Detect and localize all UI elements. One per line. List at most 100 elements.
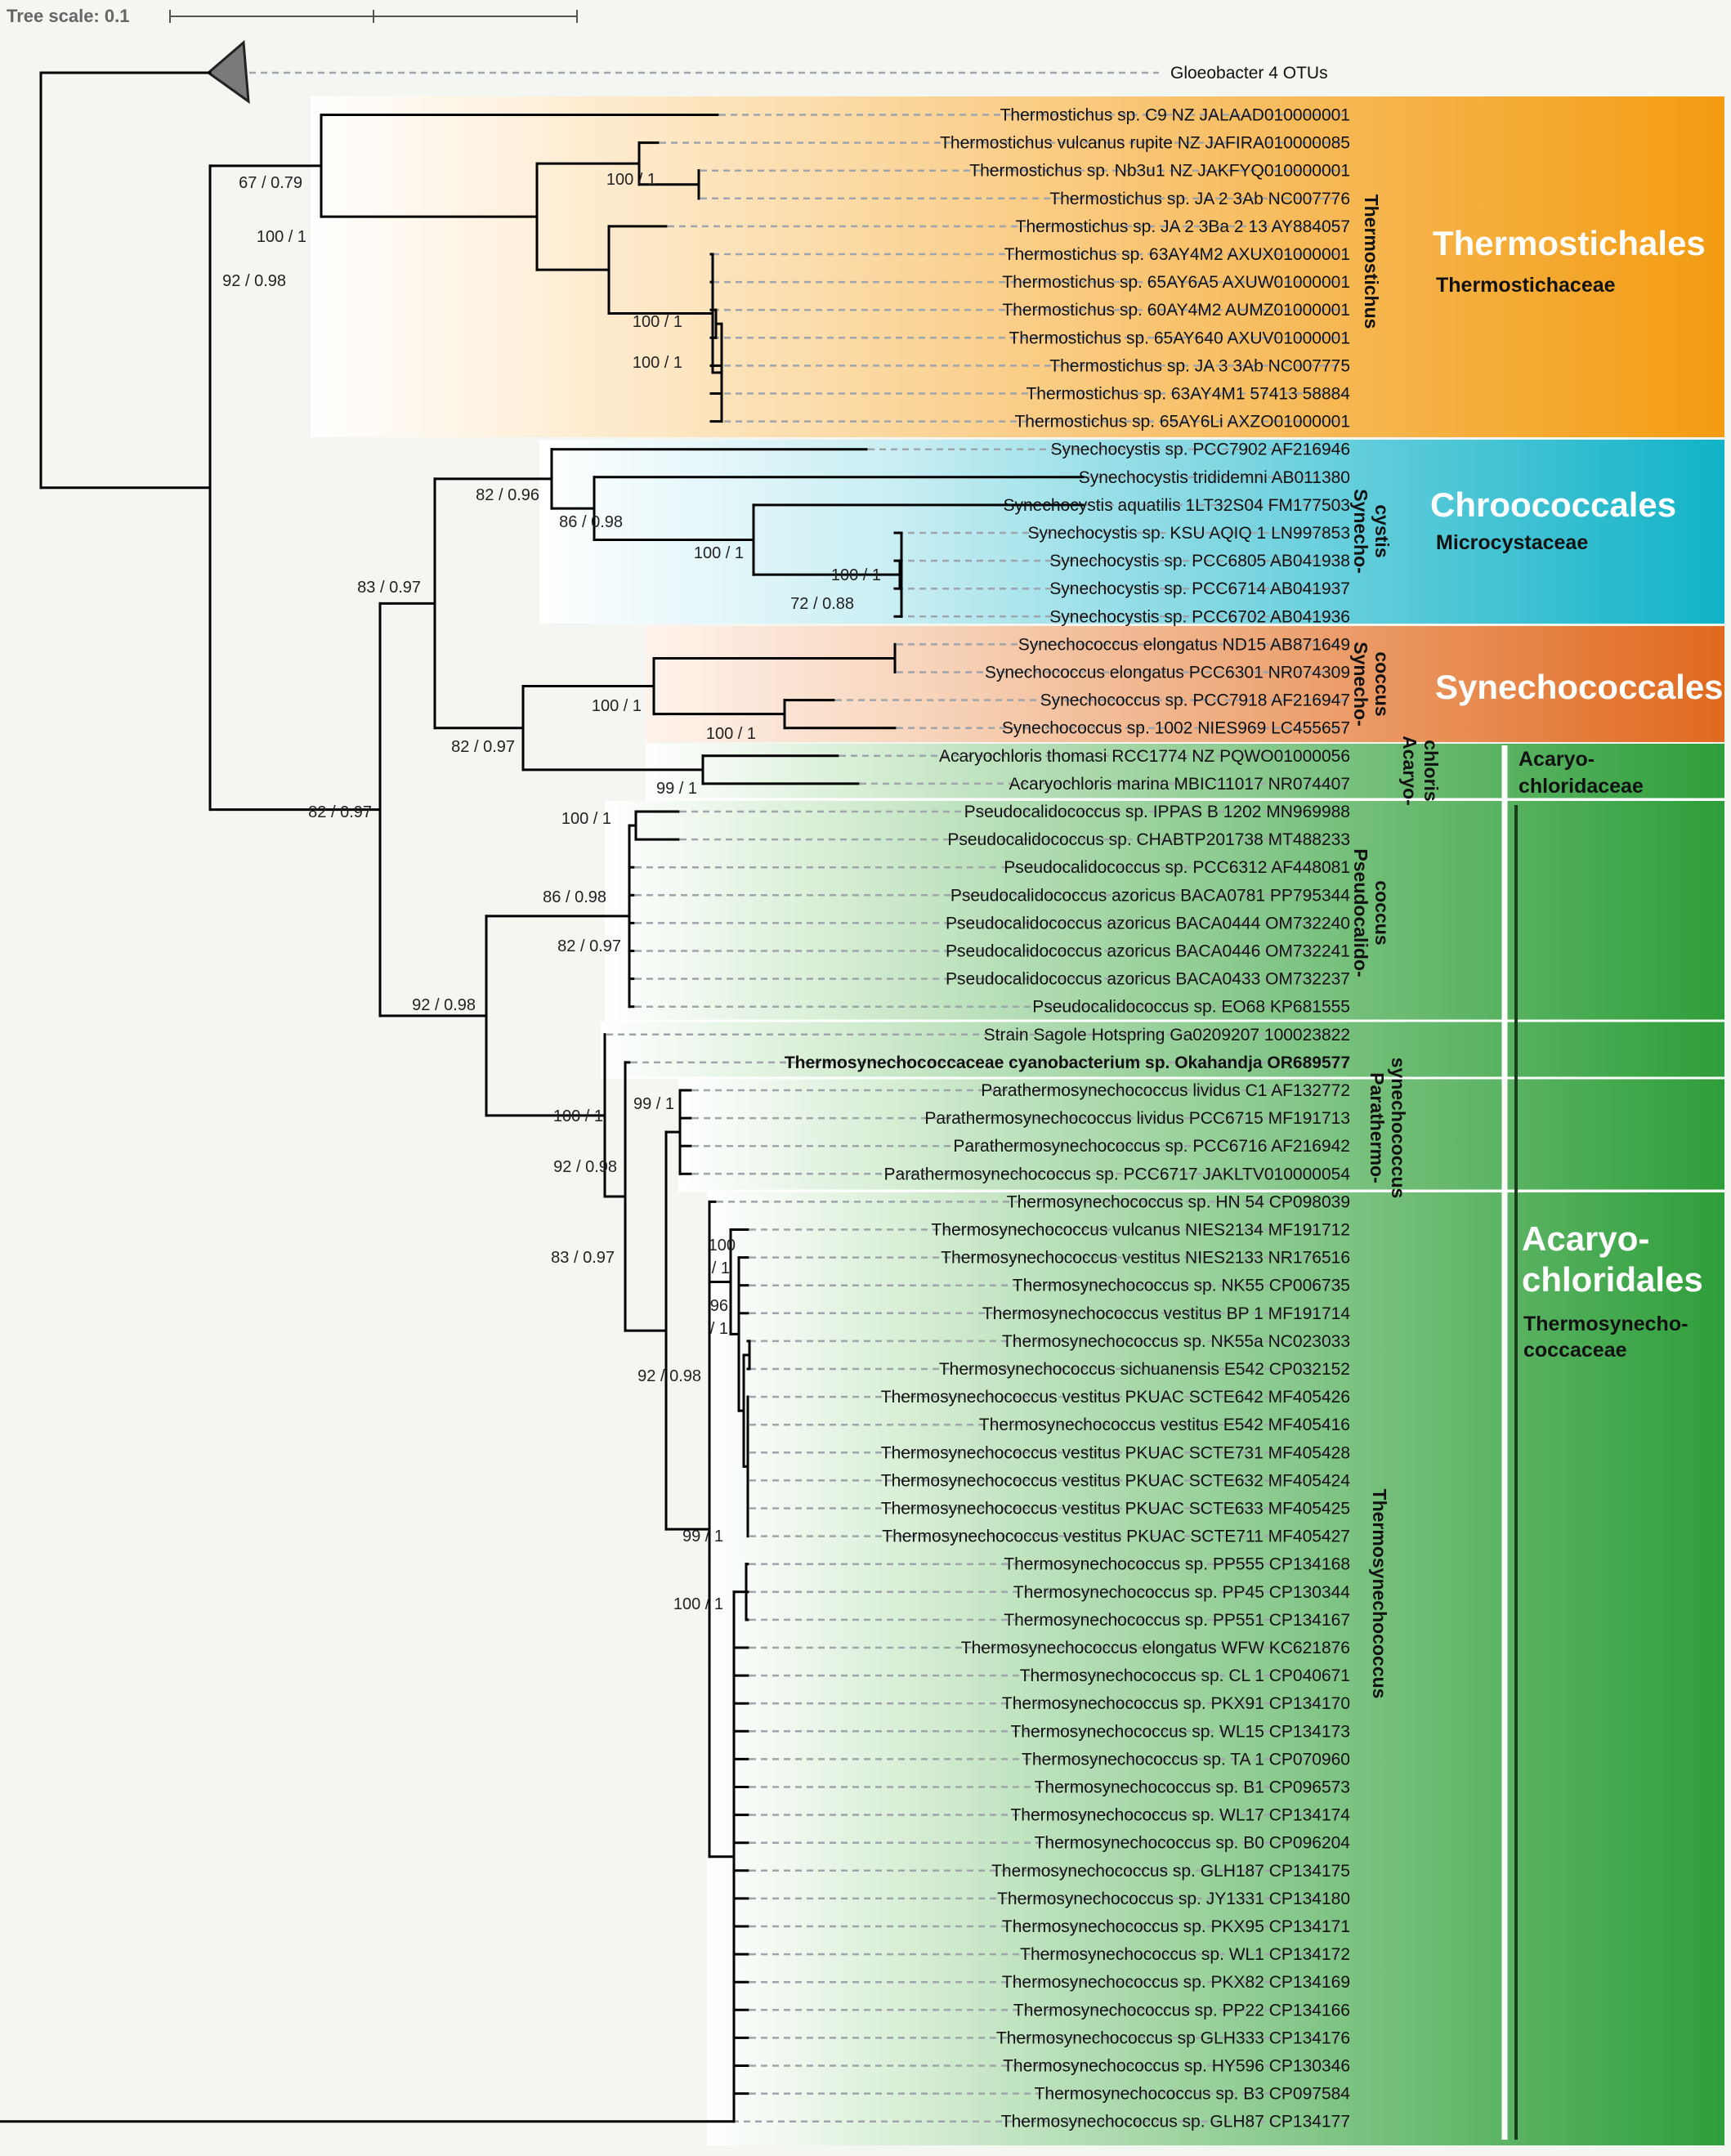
support-value: 100 / 1 xyxy=(553,1107,603,1125)
genus-labels: ThermostichusSynecho-cystisSynecho-coccu… xyxy=(1350,195,1442,1699)
leaf-label: Synechococcus sp. PCC7918 AF216947 xyxy=(1040,691,1350,710)
tree-scale-label: Tree scale: 0.1 xyxy=(7,6,129,26)
leaf-label: Thermosynechococcus sp. WL17 CP134174 xyxy=(1010,1806,1350,1825)
leaf-label: Thermosynechococcus sp. PP551 CP134167 xyxy=(1004,1611,1350,1630)
leaf-label: Thermostichus sp. JA 2 3Ab NC007776 xyxy=(1049,190,1350,208)
leaf-label: Synechococcus elongatus PCC6301 NR074309 xyxy=(985,664,1350,682)
leaf-label: Thermosynechococcus sp. JY1331 CP134180 xyxy=(997,1890,1350,1908)
leaf-label: Thermosynechococcus sp. PP45 CP130344 xyxy=(1013,1583,1350,1602)
leaf-label: Thermostichus sp. JA 3 3Ab NC007775 xyxy=(1049,356,1350,375)
leaf-label: Thermosynechococcaceae cyanobacterium sp… xyxy=(785,1053,1350,1072)
leaf-label: Acaryochloris marina MBIC11017 NR074407 xyxy=(1009,775,1350,794)
family-acaryochloridaceae-line: chloridaceae xyxy=(1519,775,1644,798)
genus-label: Thermosynechococcus xyxy=(1369,1489,1390,1699)
band-chroococcales xyxy=(539,440,1724,624)
leaf-label: Synechocystis trididemni AB011380 xyxy=(1079,468,1350,487)
leaf-label: Synechocystis sp. PCC6702 AB041936 xyxy=(1049,607,1350,626)
family-thermosynechococcaceae-line: Thermosynecho- xyxy=(1523,1313,1688,1335)
leaf-label: Thermosynechococcus sp. PKX82 CP134169 xyxy=(1002,1973,1350,1992)
band-acaryochloris xyxy=(646,744,1724,798)
leaf-label: Parathermosynechococcus sp. PCC6716 AF21… xyxy=(953,1137,1350,1156)
band-parathermosynechococcus xyxy=(678,1079,1724,1190)
support-value: 82 / 0.97 xyxy=(451,738,515,756)
support-value: 100 / 1 xyxy=(561,810,611,828)
leaf-label: Synechocystis aquatilis 1LT32S04 FM17750… xyxy=(1003,496,1350,515)
band-thermostichales xyxy=(311,96,1724,437)
leaf-label: Thermosynechococcus sp. PP555 CP134168 xyxy=(1004,1555,1350,1574)
genus-label-line: Synecho- xyxy=(1350,489,1371,574)
leaf-label: Thermosynechococcus sp. WL1 CP134172 xyxy=(1020,1945,1350,1964)
support-value: 82 / 0.97 xyxy=(557,937,621,955)
support-value: 92 / 0.98 xyxy=(637,1367,701,1385)
support-value: 92 / 0.98 xyxy=(553,1158,617,1176)
leaf-label: Synechocystis sp. PCC6714 AB041937 xyxy=(1049,579,1350,598)
leaf-label: Thermosynechococcus sp. NK55a NC023033 xyxy=(1002,1332,1350,1351)
support-values: 67 / 0.79 100 / 1 100 / 1 92 / 0.98 100 / 1 1… xyxy=(222,171,881,1613)
leaf-label: Thermosynechococcus sp. HY596 CP130346 xyxy=(1003,2057,1350,2076)
support-value: 86 / 0.98 xyxy=(559,513,623,531)
support-value: 100 / 1 xyxy=(633,313,682,331)
leaf-label: Thermosynechococcus sp. GLH187 CP134175 xyxy=(991,1862,1350,1881)
leaf-label: Thermosynechococcus vestitus E542 MF4054… xyxy=(979,1416,1350,1434)
order-thermostichales: Thermostichales xyxy=(1433,224,1706,262)
family-microcystaceae: Microcystaceae xyxy=(1436,531,1588,554)
leaf-label: Thermosynechococcus vestitus PKUAC SCTE7… xyxy=(881,1443,1350,1462)
leaf-label: Acaryochloris thomasi RCC1774 NZ PQWO010… xyxy=(939,747,1350,766)
leaf-label: Thermostichus sp. 65AY6Li AXZO01000001 xyxy=(1014,413,1350,432)
order-synechococcales: Synechococcales xyxy=(1435,668,1724,706)
band-strain-group xyxy=(601,1022,1724,1077)
genus-label-line: Pseudocalido- xyxy=(1350,848,1371,977)
support-value: 99 / 1 xyxy=(656,780,697,798)
leaf-label: Thermosynechococcus vestitus PKUAC SCTE7… xyxy=(882,1528,1350,1546)
genus-label-line: cystis xyxy=(1371,504,1393,557)
genus-label-line: Parathermo- xyxy=(1366,1072,1388,1183)
band-thermosynechococcus xyxy=(707,1192,1724,2145)
leaf-label: Pseudocalidococcus sp. EO68 KP681555 xyxy=(1032,998,1350,1017)
leaf-label: Synechocystis sp. PCC6805 AB041938 xyxy=(1049,552,1350,570)
support-value: 100 xyxy=(709,1237,736,1255)
leaf-label: Thermosynechococcus vulcanus NIES2134 MF… xyxy=(932,1221,1350,1240)
band-synechococcales xyxy=(646,626,1724,742)
leaf-label: Parathermosynechococcus sp. PCC6717 JAKL… xyxy=(884,1165,1351,1183)
order-acaryochloridales-line: Acaryo- xyxy=(1522,1219,1649,1258)
leaf-label: Pseudocalidococcus azoricus BACA0433 OM7… xyxy=(946,970,1350,989)
leaf-label: Thermostichus sp. 63AY4M2 AXUX01000001 xyxy=(1004,245,1350,264)
support-value: 100 / 1 xyxy=(257,228,306,246)
tree-scale: Tree scale: 0.1 xyxy=(7,6,578,26)
leaf-label: Thermosynechococcus sp. HN 54 CP098039 xyxy=(1007,1192,1350,1211)
collapsed-clade-triangle xyxy=(206,39,250,105)
leaf-label: Thermosynechococcus vestitus PKUAC SCTE6… xyxy=(881,1388,1350,1407)
support-value: 100 / 1 xyxy=(831,566,881,584)
support-value: 82 / 0.97 xyxy=(308,803,372,821)
support-value: 100 / 1 xyxy=(592,697,642,715)
leaf-label: Thermosynechococcus elongatus WFW KC6218… xyxy=(961,1639,1350,1657)
order-chroococcales: Chroococcales xyxy=(1430,485,1676,524)
leaf-label: Thermostichus sp. 63AY4M1 57413 58884 xyxy=(1026,385,1350,404)
support-value: 83 / 0.97 xyxy=(551,1249,615,1267)
genus-label-line: Acaryo- xyxy=(1399,736,1420,806)
leaf-label: Thermosynechococcus sp. PKX91 CP134170 xyxy=(1002,1694,1350,1713)
leaf-label: Thermosynechococcus sp GLH333 CP134176 xyxy=(996,2029,1350,2047)
support-value: 82 / 0.96 xyxy=(476,486,539,504)
support-value: 83 / 0.97 xyxy=(357,579,421,597)
support-value: 72 / 0.88 xyxy=(790,595,854,613)
leaf-label: Thermostichus vulcanus rupite NZ JAFIRA0… xyxy=(940,134,1350,153)
leaf-label: Thermostichus sp. JA 2 3Ba 2 13 AY884057 xyxy=(1016,217,1350,236)
family-acaryochloridaceae-line: Acaryo- xyxy=(1519,748,1595,771)
leaf-label: Synechococcus elongatus ND15 AB871649 xyxy=(1018,635,1350,654)
leaf-label: Pseudocalidococcus azoricus BACA0444 OM7… xyxy=(946,914,1350,933)
family-thermostichaceae: Thermostichaceae xyxy=(1436,274,1616,297)
support-value: 86 / 0.98 xyxy=(543,888,606,906)
support-value: 96 xyxy=(710,1297,728,1315)
tree-branches xyxy=(0,39,1085,2123)
support-value: 100 / 1 xyxy=(706,725,756,743)
leaf-label: Synechocystis sp. PCC7902 AF216946 xyxy=(1050,441,1350,459)
leaf-label: Thermosynechococcus vestitus NIES2133 NR… xyxy=(941,1249,1350,1268)
leaf-label: Thermosynechococcus sp. B1 CP096573 xyxy=(1035,1778,1350,1797)
support-value: 67 / 0.79 xyxy=(239,174,302,192)
leaf-label: Pseudocalidococcus sp. PCC6312 AF448081 xyxy=(1004,858,1350,877)
support-value: / 1 xyxy=(710,1320,728,1338)
genus-label-line: coccus xyxy=(1371,880,1393,945)
leaf-label: Parathermosynechococcus lividus C1 AF132… xyxy=(981,1081,1350,1100)
